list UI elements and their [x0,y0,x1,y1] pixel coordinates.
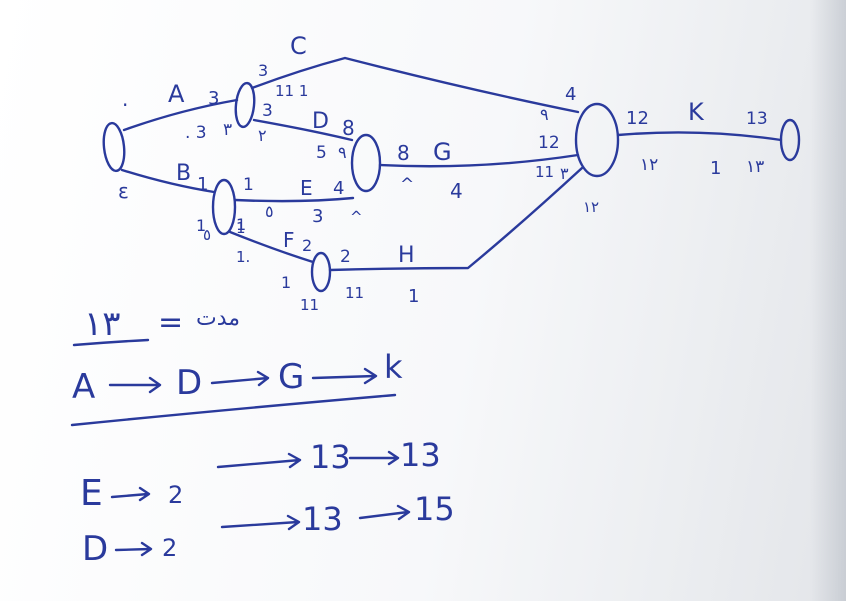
row2-arrow-mid [358,504,411,521]
label-F: F [283,228,295,252]
label-E-end: 4 [333,178,344,199]
row2-b: 15 [414,490,455,528]
arrow-3 [311,367,378,385]
label-K-start: 12 [626,108,649,129]
duration-value: ١٣ [84,304,121,344]
n2-bot: ٢ [258,126,267,145]
n6-bottom: ١٢ [583,198,599,216]
label-C-dur: 3 [258,61,268,80]
n2-right: 11 1 [275,82,308,100]
n3-bottom: ^ [400,175,414,195]
path-node-D: D [176,363,202,403]
n6-left-bot2: 11 [535,163,554,181]
label-C-end: 4 [565,84,576,105]
label-B: B [176,161,191,186]
n6-left-top: ٩ [540,105,549,124]
n7-bottom: ١٢ [640,155,658,175]
label-G-start: 8 [397,141,410,165]
row1-arrow-long [216,452,302,469]
node-5 [310,251,332,293]
row2-arrow-small [114,541,153,557]
label-F-top: 1 [236,215,246,234]
row1-b: 13 [400,436,441,474]
path-underline [70,393,397,427]
edge-H [328,166,584,272]
label-A-top: 3 [208,88,219,109]
duration-equals: = [158,305,183,340]
row2-value: 2 [162,534,177,562]
label-D: D [312,109,329,134]
label-K-end: 13 [746,109,768,129]
row1-arrow-small [110,486,151,502]
n4-mid2: 1 [236,219,246,237]
edge-C [250,56,580,114]
start-epsilon: ε [118,179,129,203]
label-E: E [300,176,313,200]
n6-left-mid: 12 [538,133,560,153]
label-D-dur: 3 [262,101,273,121]
label-G-dur: 4 [450,179,463,203]
node-4 [211,178,237,236]
n3-right-bot: ^ [350,208,363,226]
arrow-1 [108,376,162,394]
node-6 [574,102,620,178]
row1-value: 2 [168,481,183,509]
start-dot: . [122,87,128,111]
edge-F [228,230,315,264]
arrow-2 [210,370,270,387]
row1-arrow-mid [348,450,400,466]
n4-mid: ٥ [265,202,274,221]
n7-bottom2: ١٣ [746,157,764,177]
label-A: A [168,80,185,108]
label-D-end: 8 [342,116,355,140]
label-C: C [290,32,307,60]
label-E-top: 1 [243,175,254,195]
n3-left-bot: ٩ [338,143,347,162]
label-H-dur: 1 [408,286,419,307]
label-K-dur: 1 [710,158,721,179]
n4-left: 1 [196,216,206,235]
label-H: H [398,243,415,268]
edge-A [122,98,239,132]
row1-a: 13 [310,438,351,476]
label-K: K [688,98,705,126]
duration-word: مدت [196,306,240,331]
path-node-G: G [278,357,304,397]
n5-left: 1 [281,273,291,292]
edge-E [233,196,355,203]
path-node-k: k [384,348,403,386]
label-E-bottom: 3 [312,206,323,227]
n3-left-top: 5 [316,143,327,163]
n4-bottom: 1. [236,248,250,266]
n5-bottom: 11 [300,296,319,314]
n4-left2: ٥ [203,226,211,244]
edge-B [120,168,216,194]
label-A-bottom: . 3 [185,123,207,143]
label-B-top: 1 [197,174,208,195]
row1-from: E [80,473,103,514]
node-end [779,118,801,162]
edge-G [378,153,580,168]
n5-bottom2: 11 [345,284,364,302]
node-start [102,121,126,173]
edge-K [616,131,783,142]
node-2 [234,81,256,129]
n6-left-bot: ٣ [560,164,569,183]
edge-D [252,118,354,142]
row2-arrow-long [220,514,301,531]
duration-underline [72,338,150,347]
label-F-end: 2 [302,236,312,255]
node-3 [350,133,382,193]
row2-from: D [82,529,108,569]
n2-mid: ٣ [223,120,232,140]
path-node-A: A [72,367,95,407]
label-H-start: 2 [340,247,351,267]
row2-a: 13 [302,500,343,538]
label-G: G [433,138,452,166]
